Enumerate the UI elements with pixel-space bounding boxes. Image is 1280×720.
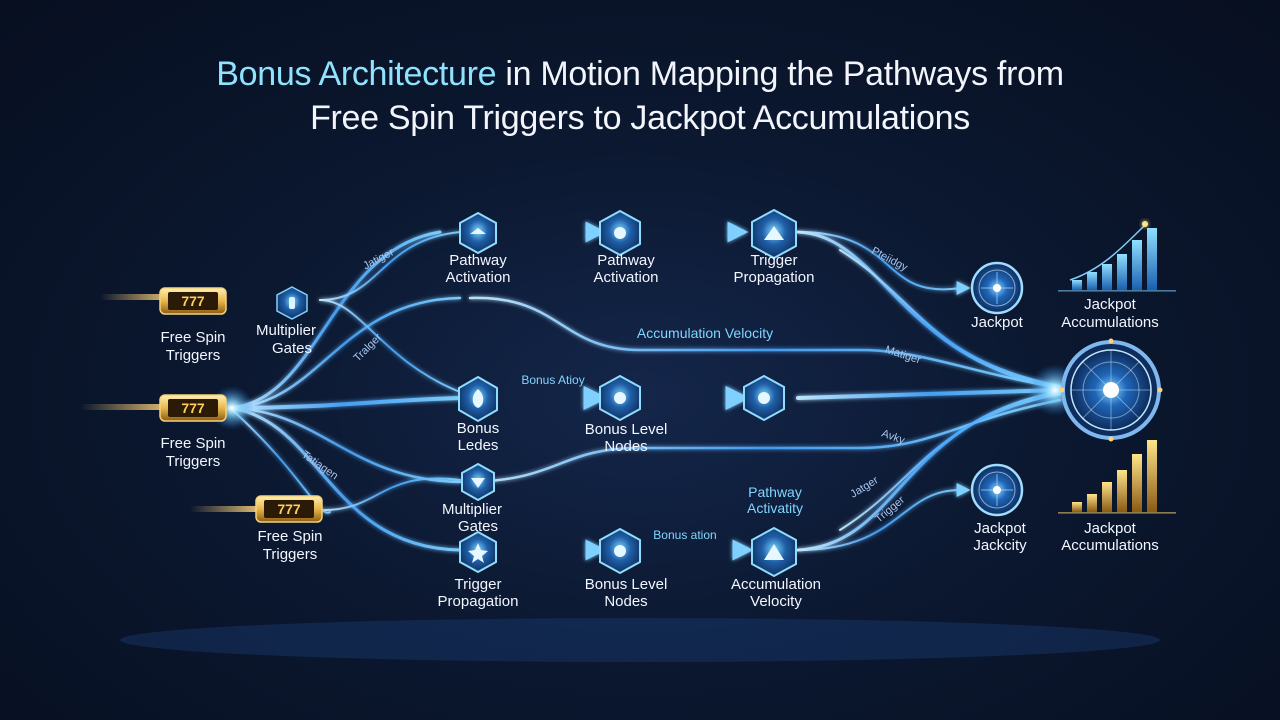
jackpot-main-dial xyxy=(1059,338,1163,442)
accumulation-bar xyxy=(1117,254,1127,290)
slot-reel-icon: 777 xyxy=(159,287,227,315)
svg-text:777: 777 xyxy=(181,400,205,416)
accum-bottom-line2: Accumulations xyxy=(1061,537,1159,554)
flow-label-bonus-ation: Bonus ation xyxy=(653,528,716,542)
curve-label-matiger: Matiger xyxy=(884,344,923,367)
flow-label-accumulation-velocity: Accumulation Velocity xyxy=(637,325,773,341)
node-bot-2: Bonus Level Nodes xyxy=(585,527,668,610)
jackpot-dial-bottom: Jackpot Jackcity xyxy=(970,463,1027,554)
accum-top-line1: Jackpot xyxy=(1084,296,1137,313)
node-lower-line1: Multiplier xyxy=(442,501,502,518)
flow-label-activity: Activatity xyxy=(747,500,803,516)
jackpot-top-line1: Jackpot xyxy=(971,314,1024,331)
curve-label-tatiagen: Tatiagen xyxy=(299,449,340,483)
accumulation-bar xyxy=(1117,470,1127,512)
node-top-1-line2: Activation xyxy=(445,269,510,286)
node-mid-3 xyxy=(743,374,785,422)
node-bot-1-line2: Propagation xyxy=(438,593,519,610)
accumulation-bars-bottom xyxy=(1058,440,1176,514)
source-2-line2: Triggers xyxy=(166,453,220,470)
accum-top-line2: Accumulations xyxy=(1061,314,1159,331)
source-1-line2: Triggers xyxy=(166,347,220,364)
slot-reel-icon: 777 xyxy=(159,394,227,422)
accumulation-bar xyxy=(1072,502,1082,512)
jackpot-bottom-line1: Jackpot xyxy=(974,520,1027,537)
source-2-line1: Free Spin xyxy=(160,435,225,452)
node-bot-2-line2: Nodes xyxy=(604,593,647,610)
curve-label-avky: Avky xyxy=(880,427,907,447)
sparkle-icon xyxy=(1142,221,1148,227)
curve-label-tralger: Tralger xyxy=(351,331,384,364)
trend-line-top xyxy=(1069,224,1146,281)
node-top-3-line2: Propagation xyxy=(734,269,815,286)
node-mid-1-line1: Bonus xyxy=(457,420,500,437)
node-top-2: Pathway Activation xyxy=(593,209,659,286)
diagram-title: Bonus Architecture in Motion Mapping the… xyxy=(0,52,1280,140)
node-bot-2-line1: Bonus Level xyxy=(585,576,668,593)
node-mid-2: Bonus Level Nodes xyxy=(585,374,668,455)
gates-left-line1: Multiplier xyxy=(256,322,316,339)
node-bot-3-line1: Accumulation xyxy=(731,576,821,593)
title-line2: Free Spin Triggers to Jackpot Accumulati… xyxy=(310,99,970,137)
source-free-spin-1: 777 Free Spin Triggers xyxy=(100,287,227,364)
node-bot-3: Accumulation Velocity xyxy=(731,526,821,610)
floor-glow xyxy=(120,618,1160,662)
curve-label-jatger: Jatger xyxy=(848,474,881,501)
curve-label-jatiger: Jatiger xyxy=(361,246,396,272)
accumulation-baseline xyxy=(1058,512,1176,514)
flow-label-bonus-atioy: Bonus Atioy xyxy=(521,373,584,387)
node-bot-1-line1: Trigger xyxy=(455,576,502,593)
accumulation-bar xyxy=(1147,440,1157,512)
source-free-spin-3: 777 Free Spin Triggers xyxy=(190,495,323,563)
curve-label-ptedgy: Pteiidgy xyxy=(869,245,910,274)
node-mid-1-line2: Ledes xyxy=(458,437,499,454)
flow-label-pathway: Pathway xyxy=(748,484,802,500)
accumulation-bar xyxy=(1087,272,1097,290)
node-top-1: Pathway Activation xyxy=(445,211,511,286)
node-top-3: Trigger Propagation xyxy=(734,208,815,286)
svg-text:777: 777 xyxy=(277,501,301,517)
node-mid-1: Bonus Ledes xyxy=(457,375,500,454)
node-top-3-line1: Trigger xyxy=(751,252,798,269)
accum-bottom-line1: Jackpot xyxy=(1084,520,1137,537)
node-mid-2-line2: Nodes xyxy=(604,438,647,455)
svg-text:777: 777 xyxy=(181,293,205,309)
node-mid-2-line1: Bonus Level xyxy=(585,421,668,438)
slot-reel-icon: 777 xyxy=(255,495,323,523)
node-top-2-line1: Pathway xyxy=(597,252,655,269)
node-top-1-line1: Pathway xyxy=(449,252,507,269)
accumulation-bar xyxy=(1072,280,1082,290)
source-free-spin-2: 777 Free Spin Triggers xyxy=(80,394,227,470)
source-3-line1: Free Spin xyxy=(257,528,322,545)
jackpot-dial-top: Jackpot xyxy=(970,261,1024,331)
node-lower-line2: Gates xyxy=(458,518,498,535)
node-top-2-line2: Activation xyxy=(593,269,658,286)
accumulation-bar xyxy=(1102,482,1112,512)
node-bot-3-line2: Velocity xyxy=(750,593,802,610)
accumulation-bars-top xyxy=(1058,228,1176,292)
accumulation-bar xyxy=(1132,240,1142,290)
accumulation-bar xyxy=(1132,454,1142,512)
node-lower-gates: Multiplier Gates xyxy=(442,462,502,535)
gates-left-line2: Gates xyxy=(272,340,312,357)
accumulation-bar xyxy=(1087,494,1097,512)
flow-paths xyxy=(228,221,1062,561)
accumulation-bar xyxy=(1102,264,1112,290)
accumulation-bar xyxy=(1147,228,1157,290)
multiplier-gates-left: Multiplier Gates xyxy=(256,286,316,357)
source-3-line2: Triggers xyxy=(263,546,317,563)
accumulation-baseline xyxy=(1058,290,1176,292)
jackpot-bottom-line2: Jackcity xyxy=(973,537,1027,554)
source-1-line1: Free Spin xyxy=(160,329,225,346)
node-bot-1: Trigger Propagation xyxy=(438,530,519,610)
title-highlight: Bonus Architecture xyxy=(216,55,497,93)
title-line1-rest: in Motion Mapping the Pathways from xyxy=(496,55,1064,93)
